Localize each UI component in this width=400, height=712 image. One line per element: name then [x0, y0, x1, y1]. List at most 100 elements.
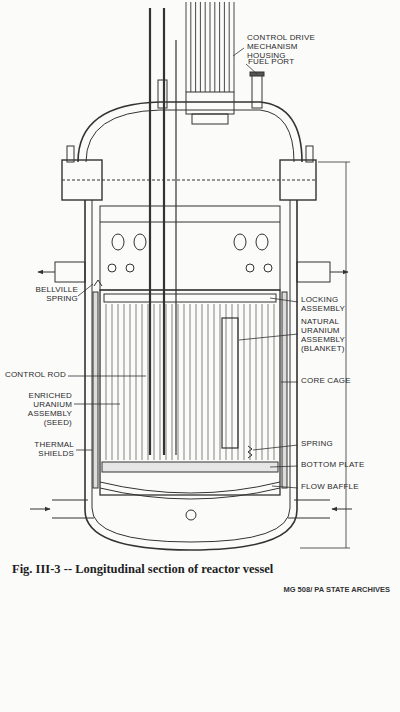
- fuel-element: [166, 304, 167, 460]
- drain: [186, 510, 196, 520]
- part-label: SPRING: [301, 440, 371, 449]
- stud: [306, 146, 313, 162]
- fuel-element: [160, 304, 161, 460]
- fuel-element: [178, 304, 179, 460]
- flow-hole: [246, 264, 254, 272]
- stud: [67, 146, 74, 162]
- fuel-element: [184, 304, 185, 460]
- fuel-element: [112, 304, 113, 460]
- flow-hole: [256, 234, 268, 250]
- flow-hole: [126, 264, 134, 272]
- part-label: CONTROL ROD: [4, 371, 66, 380]
- part-label: FLOW BAFFLE: [301, 483, 373, 492]
- leader-lines: [68, 48, 298, 488]
- part-label: THERMAL SHIELDS: [8, 441, 74, 459]
- locking-assembly: [104, 294, 276, 302]
- upper-internals: [100, 206, 280, 290]
- fuel-element: [118, 304, 119, 460]
- flange-joint: [62, 180, 316, 181]
- dimension-tick: [318, 162, 350, 163]
- fuel-assemblies: [106, 304, 274, 460]
- part-label: NATURAL URANIUM ASSEMBLY (BLANKET): [301, 318, 373, 354]
- upper-plate: [100, 222, 280, 223]
- spring-symbol: [248, 446, 252, 458]
- flow-arrow: [38, 272, 55, 273]
- bottom-plate: [102, 462, 278, 472]
- core-cage: [100, 290, 280, 495]
- fuel-element: [256, 304, 257, 460]
- fuel-element: [148, 304, 149, 460]
- control-rod: [175, 40, 176, 455]
- thermal-shield: [93, 292, 98, 488]
- flow-arrow: [330, 272, 348, 273]
- control-rod: [163, 8, 165, 455]
- bellville-spring-symbol: [94, 280, 102, 286]
- fuel-element: [244, 304, 245, 460]
- fuel-element: [268, 304, 269, 460]
- thermal-shield: [282, 292, 287, 488]
- vessel-wall: [85, 200, 297, 550]
- fuel-port: [158, 80, 167, 108]
- vessel-head: [78, 102, 302, 162]
- drive-rod: [200, 2, 201, 92]
- drive-rod: [214, 2, 215, 92]
- part-label: LOCKING ASSEMBLY: [301, 296, 371, 314]
- fuel-element: [106, 304, 107, 460]
- outlet-nozzle: [297, 262, 330, 282]
- fuel-element: [232, 304, 233, 460]
- part-label: FUEL PORT: [248, 58, 308, 67]
- vessel-wall-inner: [92, 200, 290, 542]
- drive-housing: [186, 2, 234, 92]
- drive-rod: [234, 2, 235, 92]
- fuel-element: [136, 304, 137, 460]
- fuel-port: [252, 74, 262, 108]
- fuel-element: [250, 304, 251, 460]
- inlet-nozzle: [288, 500, 330, 518]
- part-label: CONTROL DRIVE MECHANISM HOUSING: [247, 34, 337, 61]
- flow-holes: [108, 234, 272, 272]
- drive-rod: [229, 2, 230, 92]
- housing-neck: [192, 114, 228, 124]
- housing-base: [186, 92, 234, 114]
- fuel-element: [124, 304, 125, 460]
- dimension-tick: [300, 548, 350, 549]
- fuel-element: [190, 304, 191, 460]
- flow-hole: [112, 234, 124, 250]
- drive-rod: [186, 2, 187, 92]
- fuel-element: [142, 304, 143, 460]
- fuel-element: [214, 304, 215, 460]
- drive-rod: [205, 2, 206, 92]
- flow-hole: [264, 264, 272, 272]
- drive-rod: [224, 2, 225, 92]
- outlet-nozzle: [55, 262, 85, 282]
- flow-arrow: [332, 509, 352, 510]
- part-label: ENRICHED URANIUM ASSEMBLY (SEED): [8, 392, 72, 428]
- flow-baffle: [100, 488, 280, 499]
- flow-hole: [134, 234, 146, 250]
- drive-rod: [210, 2, 211, 92]
- vessel-head-inner: [86, 110, 294, 162]
- watermark: MG 508/ PA STATE ARCHIVES: [250, 585, 390, 594]
- fuel-element: [154, 304, 155, 460]
- drive-rod: [219, 2, 220, 92]
- fuel-element: [226, 304, 227, 460]
- fuel-element: [202, 304, 203, 460]
- fuel-element: [262, 304, 263, 460]
- fuel-element: [274, 304, 275, 460]
- flow-hole: [108, 264, 116, 272]
- inlet-nozzle: [52, 500, 94, 518]
- fuel-element: [130, 304, 131, 460]
- fuel-element: [220, 304, 221, 460]
- fuel-element: [208, 304, 209, 460]
- fuel-element: [172, 304, 173, 460]
- flow-hole: [234, 234, 246, 250]
- part-label: CORE CAGE: [301, 377, 371, 386]
- part-label: BOTTOM PLATE: [301, 461, 373, 470]
- flow-baffle: [100, 482, 280, 493]
- figure-caption: Fig. III-3 -- Longitudinal section of re…: [12, 562, 273, 577]
- drive-rod: [195, 2, 196, 92]
- control-rod: [149, 8, 151, 455]
- blanket-assembly: [222, 318, 238, 448]
